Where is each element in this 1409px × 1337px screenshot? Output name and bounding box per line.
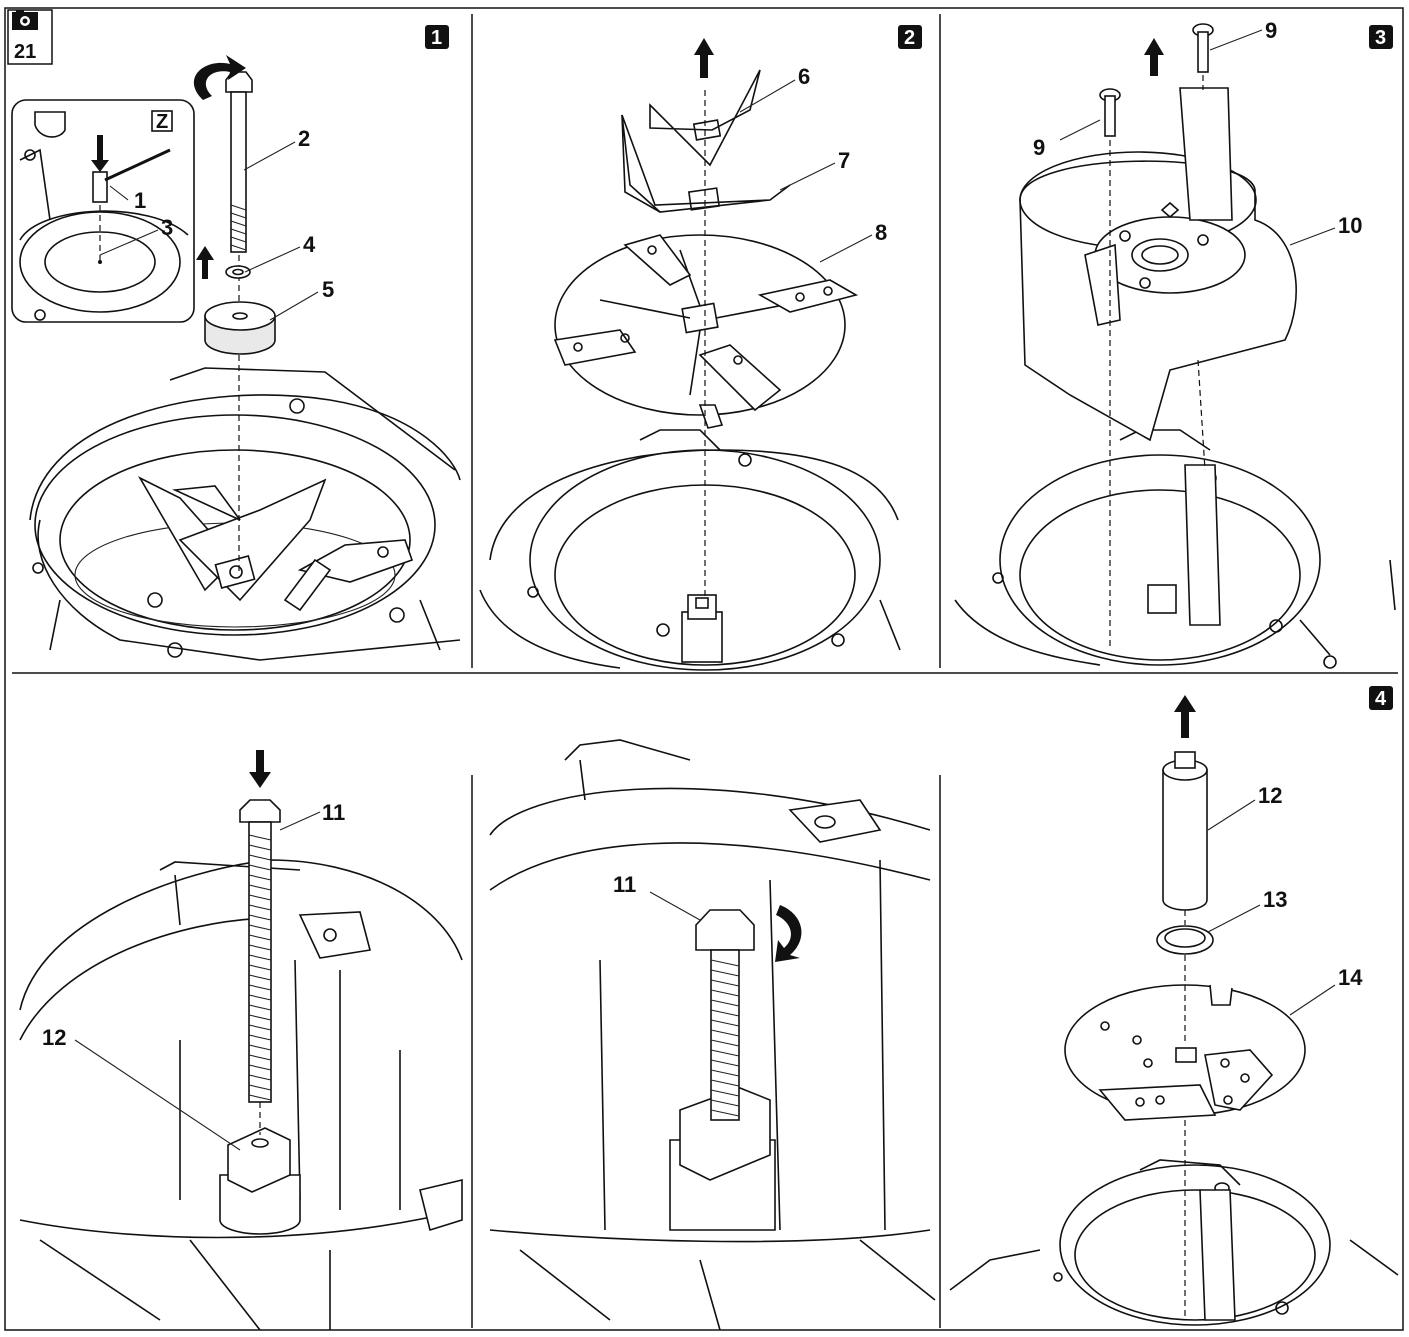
up-arrow-icon [1174, 695, 1196, 738]
panel-3: 9 9 10 [954, 18, 1396, 669]
screw-right [1192, 23, 1214, 73]
up-arrow-icon [694, 38, 714, 78]
panel-1: Z 2 4 5 1 3 [11, 55, 461, 661]
label-5: 5 [322, 277, 334, 302]
svg-text:1: 1 [431, 27, 442, 49]
label-11: 11 [613, 872, 636, 897]
camera-icon [12, 10, 38, 30]
svg-text:3: 3 [1375, 27, 1386, 49]
label-12: 12 [1258, 783, 1282, 808]
down-arrow-icon [91, 135, 109, 172]
label-13: 13 [1263, 887, 1287, 912]
label-9-right: 9 [1265, 18, 1277, 43]
detail-inset-z: Z [11, 99, 195, 323]
label-3: 3 [161, 215, 173, 240]
label-10: 10 [1338, 213, 1362, 238]
label-9-left: 9 [1033, 135, 1045, 160]
step-marker-4: 4 [1369, 686, 1393, 710]
label-7: 7 [838, 148, 850, 173]
label-14: 14 [1338, 965, 1363, 990]
svg-text:4: 4 [1375, 688, 1387, 710]
rotate-ccw-arrow-icon [193, 55, 246, 100]
panel-4a: 11 12 [19, 750, 463, 1331]
label-6: 6 [798, 64, 810, 89]
screw-left [1099, 88, 1121, 137]
figure-badge: 21 [7, 9, 53, 65]
step-marker-2: 2 [898, 25, 922, 49]
label-12: 12 [42, 1025, 66, 1050]
label-8: 8 [875, 220, 887, 245]
detail-marker-label: Z [156, 111, 168, 133]
down-arrow-icon [249, 750, 271, 788]
label-2: 2 [298, 126, 310, 151]
up-arrow-icon [1144, 38, 1164, 76]
label-11: 11 [322, 800, 345, 825]
label-4: 4 [303, 232, 316, 257]
up-arrow-icon [196, 246, 214, 279]
rotate-cw-arrow-icon [775, 905, 802, 962]
panel-2: 6 7 8 [479, 38, 901, 671]
panel-4b: 11 [489, 739, 936, 1331]
svg-text:2: 2 [904, 27, 915, 49]
step-marker-1: 1 [425, 25, 449, 49]
label-1: 1 [134, 188, 146, 213]
figure-number: 21 [14, 41, 36, 63]
step-marker-3: 3 [1369, 25, 1393, 49]
diagram-frame [4, 7, 1404, 1331]
panel-4c: 12 13 14 [949, 695, 1399, 1326]
